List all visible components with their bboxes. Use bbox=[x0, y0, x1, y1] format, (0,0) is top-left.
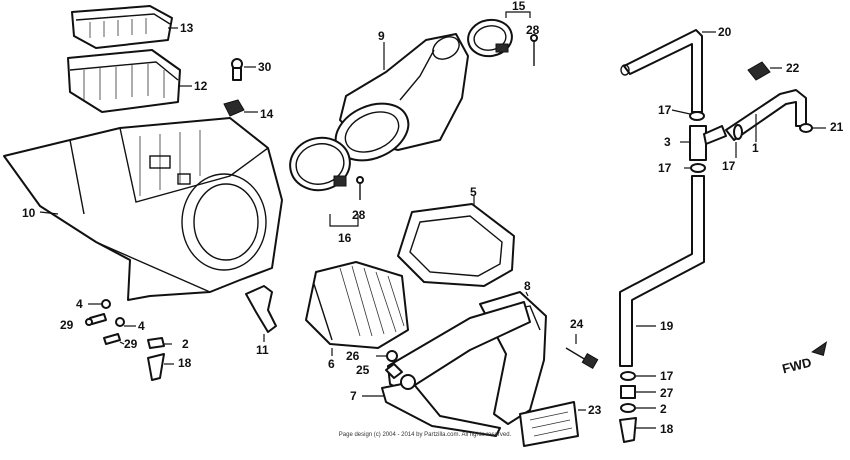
callout-3: 3 bbox=[664, 135, 671, 149]
callout-19: 19 bbox=[660, 319, 674, 333]
part-15-hose-clamp bbox=[467, 11, 531, 58]
callout-29-b: 29 bbox=[124, 337, 138, 351]
callout-11: 11 bbox=[256, 343, 269, 357]
part-16-hose-clamp bbox=[289, 136, 359, 227]
part-17-clip-a bbox=[689, 111, 705, 121]
part-17-clip-c bbox=[684, 163, 706, 173]
part-19-drain-tube bbox=[619, 175, 705, 367]
part-13-filter-cover bbox=[71, 5, 178, 49]
callout-2-a: 2 bbox=[182, 337, 189, 351]
callout-8: 8 bbox=[524, 279, 531, 293]
callout-24: 24 bbox=[570, 317, 584, 331]
part-24-screw bbox=[565, 334, 599, 370]
part-29-bolt-a bbox=[85, 313, 107, 326]
part-17-clip-b bbox=[733, 124, 743, 140]
part-29-bolt-b bbox=[103, 333, 125, 345]
part-21-clip bbox=[799, 123, 826, 133]
part-2-clip-b bbox=[620, 403, 636, 413]
callout-17-d: 17 bbox=[660, 369, 674, 383]
callout-13: 13 bbox=[180, 21, 194, 35]
callout-28-lower: 28 bbox=[352, 208, 366, 222]
callout-27: 27 bbox=[660, 386, 674, 400]
callout-17-b: 17 bbox=[722, 159, 736, 173]
callout-21: 21 bbox=[830, 120, 844, 134]
callout-22: 22 bbox=[786, 61, 800, 75]
callout-25: 25 bbox=[356, 363, 370, 377]
part-14-grommet bbox=[223, 99, 258, 117]
part-3-tee-joint bbox=[680, 125, 727, 161]
part-11-stay bbox=[245, 285, 277, 342]
callout-14: 14 bbox=[260, 107, 274, 121]
part-18-drain-plug-b bbox=[619, 417, 637, 443]
part-20-breather-hose bbox=[620, 29, 716, 113]
callout-26: 26 bbox=[346, 349, 360, 363]
part-12-filter-pad bbox=[67, 49, 192, 113]
part-25-collar bbox=[385, 363, 403, 379]
callout-2-b: 2 bbox=[660, 402, 667, 416]
part-28-screw-a bbox=[530, 34, 538, 66]
forward-arrow-icon bbox=[811, 341, 828, 356]
callout-4-b: 4 bbox=[138, 319, 145, 333]
part-22-clip bbox=[747, 61, 782, 81]
part-4-bolt-a bbox=[88, 299, 111, 309]
callout-15: 15 bbox=[512, 0, 526, 13]
callout-6: 6 bbox=[328, 357, 335, 371]
part-6-paper-element bbox=[305, 261, 409, 356]
callout-9: 9 bbox=[378, 29, 385, 43]
callout-10: 10 bbox=[22, 206, 36, 220]
part-30-bolt bbox=[231, 58, 256, 81]
callout-29-a: 29 bbox=[60, 318, 74, 332]
part-18-drain-plug-a bbox=[147, 353, 174, 381]
part-7-cover-frame bbox=[362, 301, 531, 437]
callout-17-a: 17 bbox=[658, 103, 672, 117]
callout-18-a: 18 bbox=[178, 356, 192, 370]
part-2-clip-a bbox=[147, 337, 172, 349]
callout-18-b: 18 bbox=[660, 422, 674, 436]
copyright-footer: Page design (c) 2004 - 2014 by Partzilla… bbox=[338, 432, 512, 438]
part-26-washer bbox=[376, 350, 398, 362]
part-9-connecting-tube bbox=[334, 33, 469, 162]
callout-28-top: 28 bbox=[526, 23, 540, 37]
callout-20: 20 bbox=[718, 25, 732, 39]
callout-1: 1 bbox=[752, 141, 759, 155]
callout-17-c: 17 bbox=[658, 161, 672, 175]
callout-7: 7 bbox=[350, 389, 357, 403]
callout-12: 12 bbox=[194, 79, 208, 93]
callout-16: 16 bbox=[338, 231, 352, 245]
callout-4-a: 4 bbox=[76, 297, 83, 311]
part-23-caution-label bbox=[519, 401, 586, 447]
part-17-clip-d bbox=[620, 371, 636, 381]
part-27-fitting bbox=[620, 385, 636, 399]
callout-5: 5 bbox=[470, 185, 477, 199]
part-5-foam-element bbox=[397, 196, 515, 287]
part-10-air-cleaner-case bbox=[3, 117, 283, 301]
part-28-screw-b bbox=[356, 176, 364, 200]
callout-30: 30 bbox=[258, 60, 272, 74]
part-4-collar-b bbox=[115, 317, 136, 327]
callout-23: 23 bbox=[588, 403, 602, 417]
